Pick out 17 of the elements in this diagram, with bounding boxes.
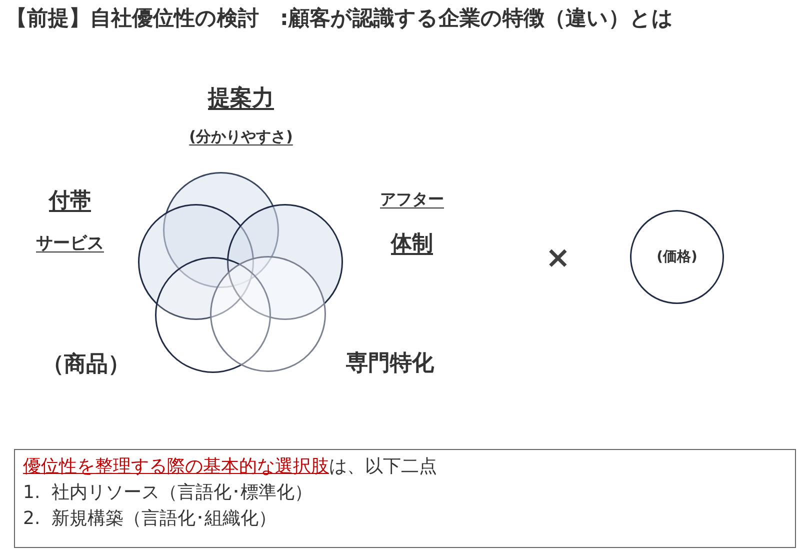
note-box [14,449,796,548]
circle-caption: 専門特化 [346,350,434,378]
multiply-sign: × [545,240,571,276]
title: 【前提】自社優位性の検討 :顧客が認識する企業の特徴（違い）とは [6,5,674,32]
circle-caption: （商品） [42,351,130,379]
circle-caption: (分かりやすさ) [189,128,293,146]
note-text: 2. 新規構築（言語化･組織化） [23,507,278,531]
circle-caption: 付帯 [49,187,91,214]
circle-caption: 提案力 [208,84,274,113]
circle-caption: 体制 [391,230,433,257]
note-text: 1. 社内リソース（言語化･標準化） [23,481,314,505]
note-text: 優位性を整理する際の基本的な選択肢は、以下二点 [23,455,438,479]
circle-label: (価格) [656,248,698,266]
price-circle [630,210,724,304]
venn-circle [210,256,326,372]
circle-caption: アフター [380,190,444,210]
circle-caption: サービス [36,232,104,254]
